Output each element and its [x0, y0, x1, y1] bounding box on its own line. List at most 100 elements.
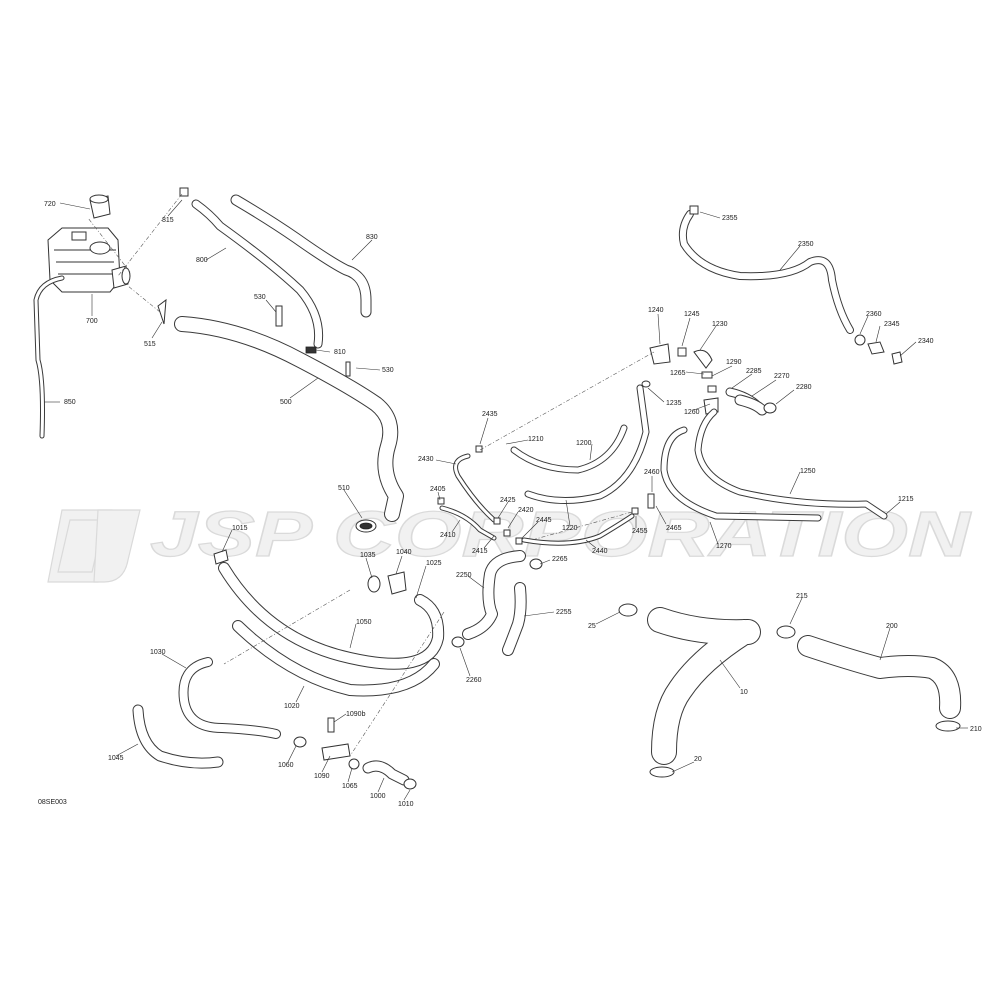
callout-label: 1245: [684, 311, 700, 318]
callout-label: 1210: [528, 436, 544, 443]
hose-1030: [178, 657, 281, 739]
callout-label: 850: [64, 399, 76, 406]
clamp-2265: [529, 558, 543, 570]
callout-label: 2265: [552, 556, 568, 563]
callout-labels: 720 815 830 800 530 515 700 810 530 500 …: [44, 201, 982, 808]
callout-label: 2410: [440, 532, 456, 539]
callout-label: 1050: [356, 619, 372, 626]
callout-label: 2465: [666, 525, 682, 532]
callout-label: 2340: [918, 338, 934, 345]
callout-label: 1060: [278, 762, 294, 769]
callout-label: 1235: [666, 400, 682, 407]
hose-200: [797, 635, 962, 719]
hose-2250: [462, 550, 526, 640]
hose-2410: [439, 505, 497, 541]
callout-label: 1020: [284, 703, 300, 710]
callout-label: 20: [694, 756, 702, 763]
callout-label: 2420: [518, 507, 534, 514]
callout-label: 1090b: [346, 711, 366, 718]
callout-label: 800: [196, 257, 208, 264]
callout-label: 2250: [456, 572, 472, 579]
callout-label: 2430: [418, 456, 434, 463]
fittings-middle: [437, 343, 719, 545]
reservoir-cap: [89, 194, 111, 219]
callout-label: 530: [382, 367, 394, 374]
callout-label: 2260: [466, 677, 482, 684]
callout-label: 830: [366, 234, 378, 241]
callout-label: 1015: [232, 525, 248, 532]
callout-label: 200: [886, 623, 898, 630]
clamp-2280: [763, 402, 777, 414]
hose-1045: [132, 704, 224, 769]
callout-label: 2405: [430, 486, 446, 493]
overflow-tube-850: [33, 275, 65, 439]
callout-label: 530: [254, 294, 266, 301]
callout-label: 1260: [684, 409, 700, 416]
hose-2350: [678, 210, 854, 334]
hose-2255: [502, 582, 527, 656]
callout-label: 1090: [314, 773, 330, 780]
callout-label: 1010: [398, 801, 414, 808]
callout-label: 2270: [774, 373, 790, 380]
hose-2430: [453, 453, 497, 523]
callout-label: 1040: [396, 549, 412, 556]
callout-label: 720: [44, 201, 56, 208]
callout-label: 1220: [562, 525, 578, 532]
clamp-210: [935, 720, 961, 732]
hose-2270: [725, 387, 768, 416]
hose-1000: [362, 760, 410, 786]
callout-label: 1215: [898, 496, 914, 503]
watermark-text: JSP CORPORATION: [150, 498, 972, 570]
callout-label: 510: [338, 485, 350, 492]
clamp-25: [618, 603, 638, 617]
fittings-top-left: [157, 187, 377, 533]
watermark-logo: [47, 509, 141, 583]
callout-label: 1030: [150, 649, 166, 656]
callout-label: 1230: [712, 321, 728, 328]
callout-label: 2445: [536, 517, 552, 524]
callout-label: 1025: [426, 560, 442, 567]
callout-label: 2415: [472, 548, 488, 555]
callout-label: 25: [588, 623, 596, 630]
callout-label: 2350: [798, 241, 814, 248]
callout-label: 810: [334, 349, 346, 356]
callout-label: 2360: [866, 311, 882, 318]
hose-1050: [218, 562, 445, 670]
callout-label: 1265: [670, 370, 686, 377]
leader-lines: [44, 199, 968, 801]
callout-label: 210: [970, 726, 982, 733]
callout-label: 700: [86, 318, 98, 325]
hose-1250: [694, 408, 888, 520]
callout-label: 1240: [648, 307, 664, 314]
coolant-reservoir: [47, 227, 131, 293]
hose-830: [230, 194, 372, 318]
callout-label: 1035: [360, 552, 376, 559]
callout-label: 10: [740, 689, 748, 696]
diagram-code: 08SE003: [38, 799, 67, 806]
callout-label: 2460: [644, 469, 660, 476]
callout-label: 815: [162, 217, 174, 224]
callout-label: 2280: [796, 384, 812, 391]
callout-label: 2255: [556, 609, 572, 616]
callout-label: 1045: [108, 755, 124, 762]
clamp-20: [649, 766, 675, 778]
callout-label: 1065: [342, 783, 358, 790]
hose-500: [174, 316, 404, 522]
hose-10: [647, 607, 761, 765]
callout-label: 2435: [482, 411, 498, 418]
hose-1020: [232, 620, 440, 697]
callout-label: 2455: [632, 528, 648, 535]
callout-label: 2425: [500, 497, 516, 504]
hose-2440: [521, 513, 635, 546]
callout-label: 1270: [716, 543, 732, 550]
callout-label: 2440: [592, 548, 608, 555]
clamp-215: [776, 625, 796, 639]
hose-800: [191, 199, 324, 349]
callout-label: 215: [796, 593, 808, 600]
callout-label: 515: [144, 341, 156, 348]
callout-label: 1000: [370, 793, 386, 800]
callout-label: 1250: [800, 468, 816, 475]
callout-label: 2355: [722, 215, 738, 222]
